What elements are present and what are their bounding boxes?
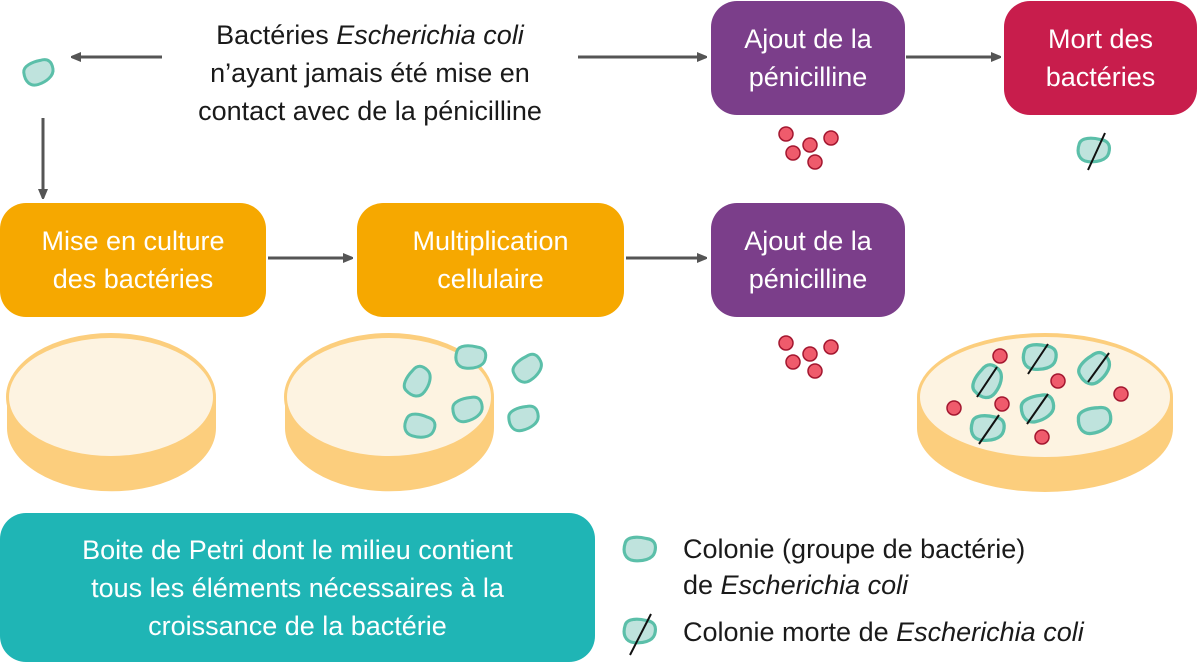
box-multiplication: Multiplication cellulaire	[357, 203, 624, 317]
petri-dish-with-colonies	[284, 333, 494, 492]
dead-colony	[1021, 343, 1058, 375]
box-line: Mise en culture	[41, 226, 225, 256]
colony	[448, 391, 488, 427]
colony	[454, 344, 488, 370]
box-line: des bactéries	[52, 264, 214, 294]
dead-colony	[969, 414, 1006, 445]
source-bacteria-description: Bactéries Escherichia coli n’ayant jamai…	[120, 16, 620, 130]
colony	[401, 410, 438, 442]
box-line: pénicilline	[748, 62, 868, 92]
box-petri-info: Boite de Petri dont le milieu contient to…	[0, 513, 595, 662]
dead-colony	[1072, 346, 1117, 391]
source-text-line3: contact avec de la pénicilline	[198, 96, 542, 126]
colony	[507, 348, 549, 388]
legend-colony-line1: Colonie (groupe de bactérie)	[683, 534, 1026, 564]
box-line: Ajout de la	[744, 24, 872, 54]
box-line: Boite de Petri dont le milieu contient	[82, 534, 513, 565]
box-add-penicillin-top: Ajout de la pénicilline	[711, 1, 905, 115]
box-bacteria-death: Mort des bactéries	[1004, 1, 1197, 115]
legend-colony-prefix: de	[683, 570, 721, 600]
box-line: Ajout de la	[744, 226, 872, 256]
box-line: tous les éléments nécessaires à la	[91, 572, 504, 603]
dead-colony	[967, 359, 1009, 404]
penicillin-molecule	[946, 348, 1129, 445]
box-add-penicillin-mid: Ajout de la pénicilline	[711, 203, 905, 317]
colony	[1074, 402, 1116, 438]
legend-colony-species: Escherichia coli	[720, 570, 909, 600]
colony	[399, 361, 437, 402]
legend-dead-colony-label: Colonie morte de Escherichia coli	[683, 614, 1084, 650]
petri-dish-empty	[6, 333, 216, 492]
dead-colony-icon-top	[1076, 132, 1112, 171]
box-culture: Mise en culture des bactéries	[0, 203, 266, 317]
box-line: pénicilline	[748, 264, 868, 294]
source-text-species: Escherichia coli	[336, 20, 524, 50]
source-text-line2: n’ayant jamais été mise en	[210, 58, 530, 88]
box-line: croissance de la bactérie	[148, 610, 447, 641]
box-line: Multiplication	[412, 226, 569, 256]
legend-dead-colony-icon	[622, 613, 658, 656]
box-line: cellulaire	[437, 264, 544, 294]
box-line: bactéries	[1045, 62, 1156, 92]
colony	[504, 400, 544, 436]
source-text-prefix: Bactéries	[216, 20, 337, 50]
dead-colony	[1016, 389, 1060, 427]
box-line: Mort des	[1047, 24, 1154, 54]
legend-dead-species: Escherichia coli	[896, 617, 1084, 647]
legend-dead-prefix: Colonie morte de	[683, 617, 897, 647]
legend-colony-label: Colonie (groupe de bactérie) de Escheric…	[683, 531, 1025, 603]
